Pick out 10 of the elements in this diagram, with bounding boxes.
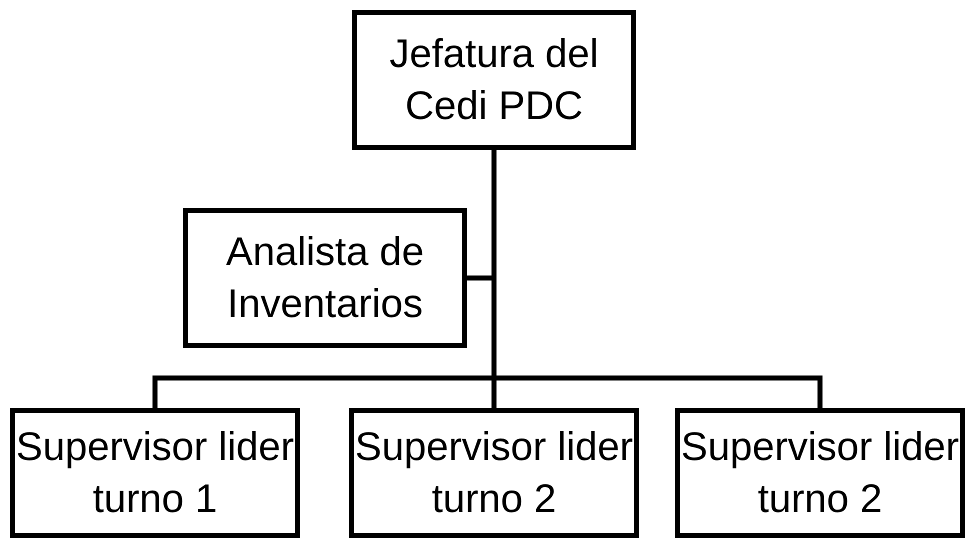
box-label: Supervisor lider turno 2 [354, 424, 634, 523]
box-label: Supervisor lider turno 2 [680, 424, 960, 523]
org-box [675, 408, 965, 538]
org-box [352, 10, 636, 150]
box-label: Analista de Inventarios [225, 229, 425, 328]
org-box [349, 408, 639, 538]
box-label: Jefatura del Cedi PDC [388, 31, 600, 130]
box-label: Supervisor lider turno 1 [15, 424, 295, 523]
org-box [183, 208, 467, 348]
org-box [10, 408, 300, 538]
